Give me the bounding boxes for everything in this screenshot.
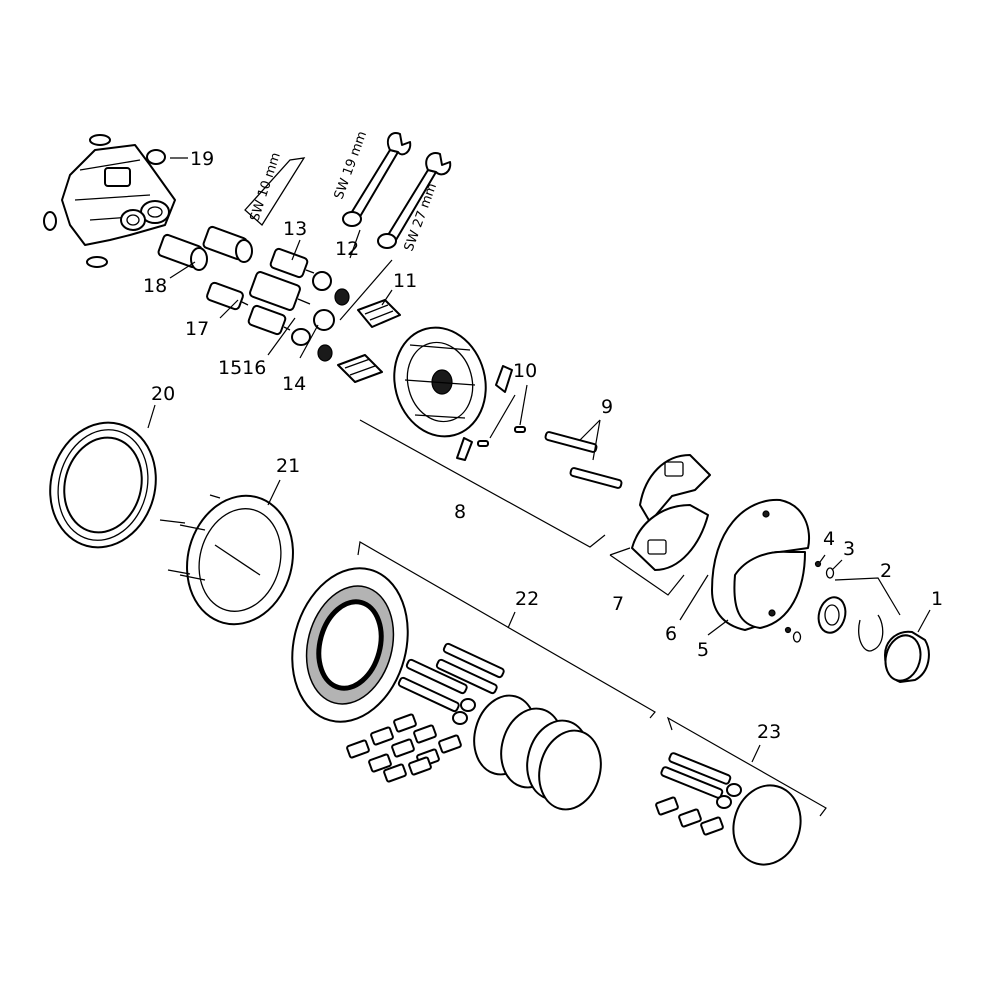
screws-9 [544, 431, 623, 489]
ring-20 [49, 421, 157, 549]
cover-halves-7 [631, 454, 711, 571]
plaster-disc-22 [291, 567, 409, 723]
label-20: 20 [151, 383, 175, 405]
label-2: 2 [880, 560, 892, 582]
extension-set-23 [655, 752, 802, 866]
adapter-2 [817, 596, 884, 652]
label-12: 12 [335, 238, 359, 260]
cartridge-13 [269, 247, 315, 279]
label-9: 9 [601, 396, 613, 418]
sleeves-22 [473, 694, 602, 811]
label-1: 1 [931, 588, 943, 610]
small-parts [784, 560, 835, 643]
label-22: 22 [515, 588, 539, 610]
label-13: 13 [283, 218, 307, 240]
label-21: 21 [276, 455, 300, 477]
plate-6 [711, 498, 810, 631]
cartridge-17 [206, 281, 249, 311]
hex-key-label: SW 10 mm [248, 151, 284, 223]
label-3: 3 [843, 538, 855, 560]
clip-11 [357, 299, 401, 328]
leader-lines [147, 157, 931, 817]
mounting-plate [393, 326, 487, 438]
label-10: 10 [513, 360, 537, 382]
washers-14 [291, 271, 350, 362]
clips-22 [346, 713, 462, 783]
wrench-19: SW 19 mm [332, 129, 412, 227]
label-7: 7 [612, 593, 624, 615]
label-15-16: 1516 [218, 357, 266, 379]
label-4: 4 [823, 528, 835, 550]
label-14: 14 [282, 373, 306, 395]
knob-1 [884, 630, 930, 683]
label-18: 18 [143, 275, 167, 297]
extension-rods-22 [397, 642, 505, 725]
cartridge-16 [249, 271, 311, 311]
cartridge-18 [157, 233, 208, 271]
label-11: 11 [393, 270, 417, 292]
label-19: 19 [190, 148, 214, 170]
label-8: 8 [454, 501, 466, 523]
cartridge-upper [202, 225, 253, 263]
label-17: 17 [185, 318, 209, 340]
part-labels: 19 18 17 1516 14 13 12 11 10 9 8 7 6 5 4… [143, 148, 943, 743]
hex-key: SW 10 mm [244, 151, 306, 226]
cartridge-15 [247, 304, 291, 336]
valve-body [43, 134, 176, 268]
label-23: 23 [757, 721, 781, 743]
frame-21 [159, 494, 294, 626]
label-6: 6 [665, 623, 677, 645]
label-5: 5 [697, 639, 709, 661]
bracket-10 [456, 365, 526, 461]
clip-lower [337, 354, 383, 383]
